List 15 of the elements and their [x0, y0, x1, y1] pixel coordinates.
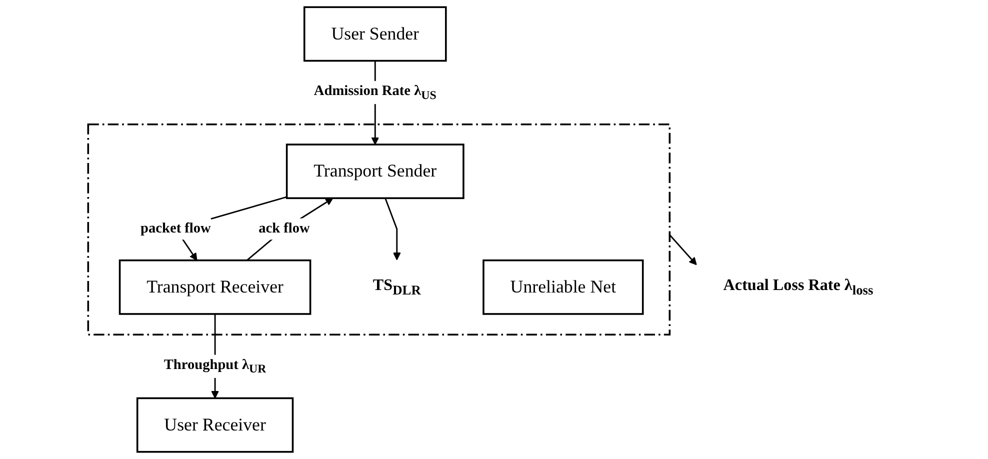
- arrow: [384, 198, 401, 260]
- arrow: [669, 234, 697, 266]
- arrow: [246, 198, 334, 261]
- node-box: Unreliable Net: [482, 259, 644, 315]
- node-text: Actual Loss Rate λ$_{loss}$: [723, 276, 874, 298]
- node-box: Transport Receiver: [118, 259, 312, 315]
- node-box: Transport Sender: [286, 144, 464, 200]
- edge-label: Admission Rate λ$_{US}$: [314, 84, 436, 102]
- cluster: [87, 124, 670, 336]
- edge-label: Throughput λ$_{UR}$: [164, 357, 266, 376]
- node-box: User Sender: [303, 6, 447, 62]
- node-box: User Receiver: [136, 397, 294, 453]
- node-text: TS$_{DLR}$: [372, 276, 421, 298]
- edge-label: ack flow: [258, 220, 310, 236]
- edge-label: packet flow: [140, 220, 211, 236]
